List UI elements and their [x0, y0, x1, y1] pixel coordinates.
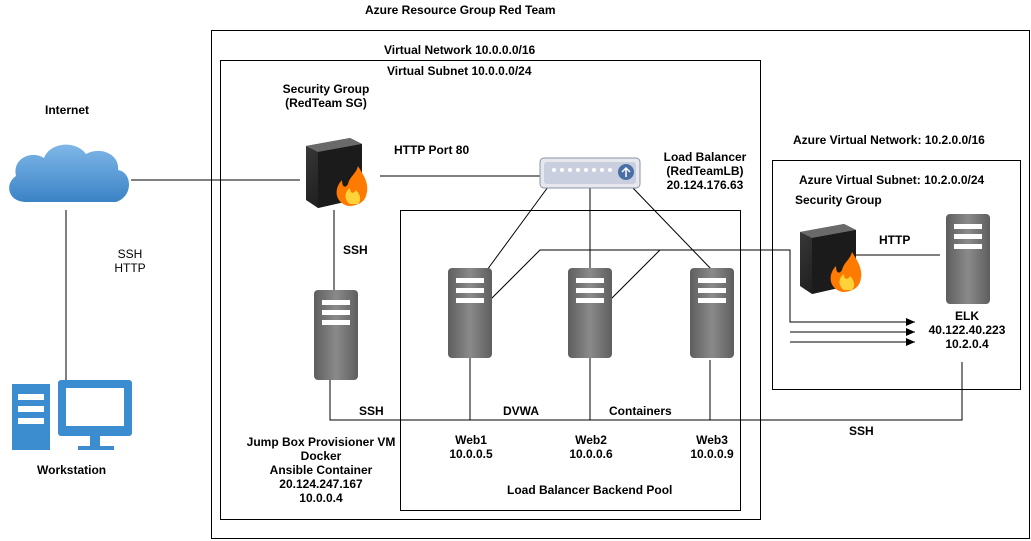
jump-box-ansible: Ansible Container	[269, 463, 373, 477]
elk-vnet-label: Azure Virtual Network: 10.2.0.0/16	[793, 133, 985, 147]
web3-server-icon	[690, 268, 734, 358]
workstation-label: Workstation	[37, 463, 107, 477]
elk-name: ELK	[955, 309, 979, 323]
web3-label: Web3 10.0.0.9	[690, 433, 733, 461]
web2-label: Web2 10.0.0.6	[569, 433, 612, 461]
security-group-name: (RedTeam SG)	[285, 96, 367, 110]
containers-label: Containers	[609, 404, 672, 418]
backend-pool-label: Load Balancer Backend Pool	[507, 483, 673, 497]
internet-link-label: SSH HTTP	[114, 247, 145, 275]
elk-private-ip: 10.2.0.4	[945, 337, 989, 351]
web2-elk-line	[600, 249, 662, 301]
cloud-icon	[9, 144, 129, 202]
web1-elk-line	[489, 249, 915, 326]
lb-web1-line	[486, 186, 549, 271]
web1-ip: 10.0.0.5	[449, 447, 493, 461]
subnet-label: Virtual Subnet 10.0.0.0/24	[387, 64, 532, 78]
web2-server-icon	[568, 268, 612, 358]
elk-security-group-label: Security Group	[795, 193, 882, 207]
web1-label: Web1 10.0.0.5	[449, 433, 492, 461]
jump-box-public-ip: 20.124.247.167	[279, 477, 363, 491]
backend-pool-box	[400, 210, 741, 511]
elk-public-ip: 40.122.40.223	[928, 323, 1006, 337]
http-text: HTTP	[114, 261, 146, 275]
jump-box-title: Jump Box Provisioner VM	[246, 435, 396, 449]
jump-ssh-line	[329, 360, 711, 421]
dvwa-label: DVWA	[503, 404, 539, 418]
web1-server-icon	[448, 268, 492, 358]
resource-group-label: Azure Resource Group Red Team	[365, 3, 556, 17]
elk-ssh-label: SSH	[849, 424, 874, 438]
web3-ip: 10.0.0.9	[690, 447, 734, 461]
load-balancer-title: Load Balancer	[663, 150, 747, 164]
http-port-label: HTTP Port 80	[394, 143, 470, 157]
lb-web3-line	[631, 186, 713, 271]
virtual-subnet-box	[220, 60, 761, 520]
elk-firewall-icon	[800, 224, 862, 294]
web3-name: Web3	[696, 433, 728, 447]
ssh-text: SSH	[117, 247, 143, 261]
elk-server-icon	[946, 214, 990, 304]
load-balancer-name: (RedTeamLB)	[666, 164, 744, 178]
jump-box-label: Jump Box Provisioner VM Docker Ansible C…	[247, 435, 396, 505]
load-balancer-ip: 20.124.176.63	[666, 178, 744, 192]
elk-ssh-line	[710, 362, 963, 421]
load-balancer-label: Load Balancer (RedTeamLB) 20.124.176.63	[664, 150, 747, 192]
security-group-label: Security Group (RedTeam SG)	[283, 82, 370, 110]
web2-ip: 10.0.0.6	[569, 447, 613, 461]
sg-jump-ssh-label: SSH	[343, 243, 368, 257]
web1-name: Web1	[455, 433, 487, 447]
firewall-icon	[306, 138, 368, 208]
web2-name: Web2	[575, 433, 607, 447]
internet-label: Internet	[45, 103, 90, 117]
elk-http-label: HTTP	[879, 233, 911, 247]
security-group-title: Security Group	[282, 82, 370, 96]
elk-subnet-label: Azure Virtual Subnet: 10.2.0.0/24	[799, 173, 985, 187]
elk-subnet-box	[772, 160, 1021, 390]
jump-ssh-label: SSH	[359, 404, 384, 418]
jump-box-docker: Docker	[300, 449, 342, 463]
jump-box-server-icon	[314, 290, 358, 380]
connectors	[65, 175, 963, 421]
elk-label: ELK 40.122.40.223 10.2.0.4	[929, 309, 1006, 351]
resource-group-box	[211, 30, 1030, 539]
load-balancer-icon	[539, 157, 641, 189]
vnet-label: Virtual Network 10.0.0.0/16	[384, 43, 536, 57]
workstation-icon	[12, 380, 132, 450]
jump-box-private-ip: 10.0.0.4	[299, 491, 343, 505]
